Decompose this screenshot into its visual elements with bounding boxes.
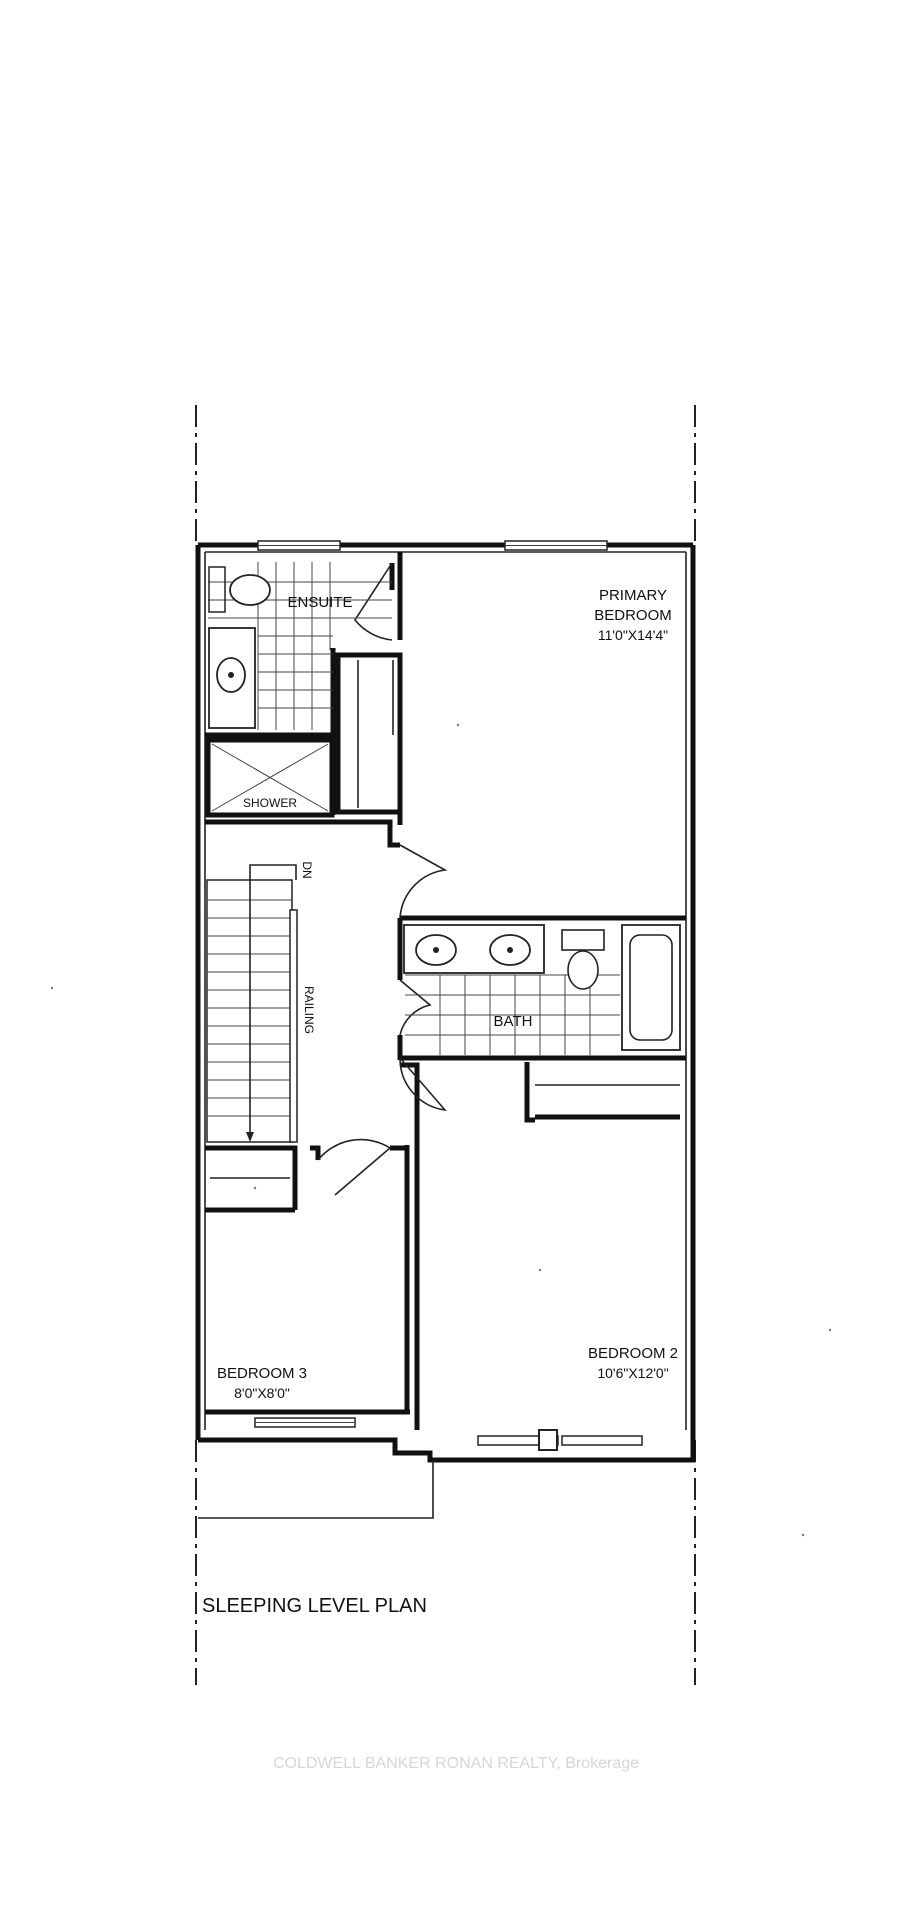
plan-title: SLEEPING LEVEL PLAN — [202, 1595, 427, 1617]
primary-bedroom-dims: 11'0"X14'4" — [598, 627, 668, 643]
ensuite-fixtures — [208, 566, 271, 729]
shower-label: SHOWER — [243, 796, 297, 810]
ensuite-tiles — [208, 562, 392, 730]
staircase — [206, 864, 298, 1143]
railing-label: RAILING — [302, 986, 316, 1034]
bath-label: BATH — [494, 1013, 533, 1030]
labels: PRIMARY BEDROOM 11'0"X14'4" ENSUITE SHOW… — [202, 587, 678, 1772]
primary-bedroom-label-line2: BEDROOM — [594, 607, 672, 624]
doors — [317, 562, 448, 1196]
bedroom-2-dims: 10'6"X12'0" — [597, 1365, 668, 1381]
interior-walls — [205, 552, 686, 1430]
bedroom-3-dims: 8'0"X8'0" — [234, 1385, 290, 1401]
scan-specks — [50, 723, 832, 1537]
property-lines — [195, 405, 696, 1685]
primary-bedroom-label-line1: PRIMARY — [599, 587, 667, 604]
stair-dn-label: DN — [300, 861, 314, 878]
ensuite-label: ENSUITE — [287, 594, 352, 611]
shower-fixture — [211, 743, 329, 812]
bedroom-2-label: BEDROOM 2 — [588, 1345, 678, 1362]
windows — [254, 540, 643, 1451]
bedroom-3-label: BEDROOM 3 — [217, 1365, 307, 1382]
bath-fixtures — [403, 924, 681, 1055]
exterior-walls — [195, 542, 696, 1519]
watermark: COLDWELL BANKER RONAN REALTY, Brokerage — [273, 1755, 639, 1772]
